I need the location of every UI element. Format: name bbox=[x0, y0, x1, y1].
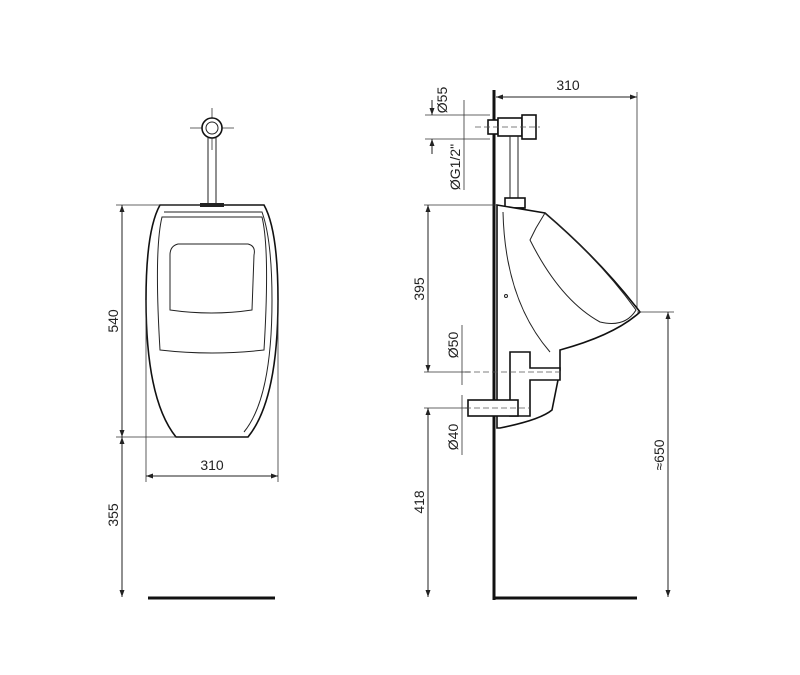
front-height-label: 540 bbox=[105, 309, 121, 333]
urinal-front-icon bbox=[145, 203, 279, 438]
front-width-label: 310 bbox=[200, 457, 224, 473]
side-view: 310 Ø55 ØG1/2" bbox=[411, 77, 674, 600]
inlet-thread-label: ØG1/2" bbox=[447, 144, 463, 190]
drain-pipe-icon bbox=[465, 351, 561, 417]
outlet-small-diameter-label: Ø40 bbox=[445, 424, 461, 451]
outlet-diameter-label: Ø50 bbox=[445, 332, 461, 359]
side-depth-label: 310 bbox=[556, 77, 580, 93]
side-floor-height-label: 418 bbox=[411, 490, 427, 514]
rim-height-label: ≈650 bbox=[651, 439, 667, 470]
front-floor-height-label: 355 bbox=[105, 503, 121, 527]
inlet-diameter-label: Ø55 bbox=[434, 87, 450, 114]
flush-valve-icon bbox=[190, 108, 234, 203]
front-view: 540 355 310 bbox=[105, 108, 279, 600]
side-height-label: 395 bbox=[411, 277, 427, 301]
